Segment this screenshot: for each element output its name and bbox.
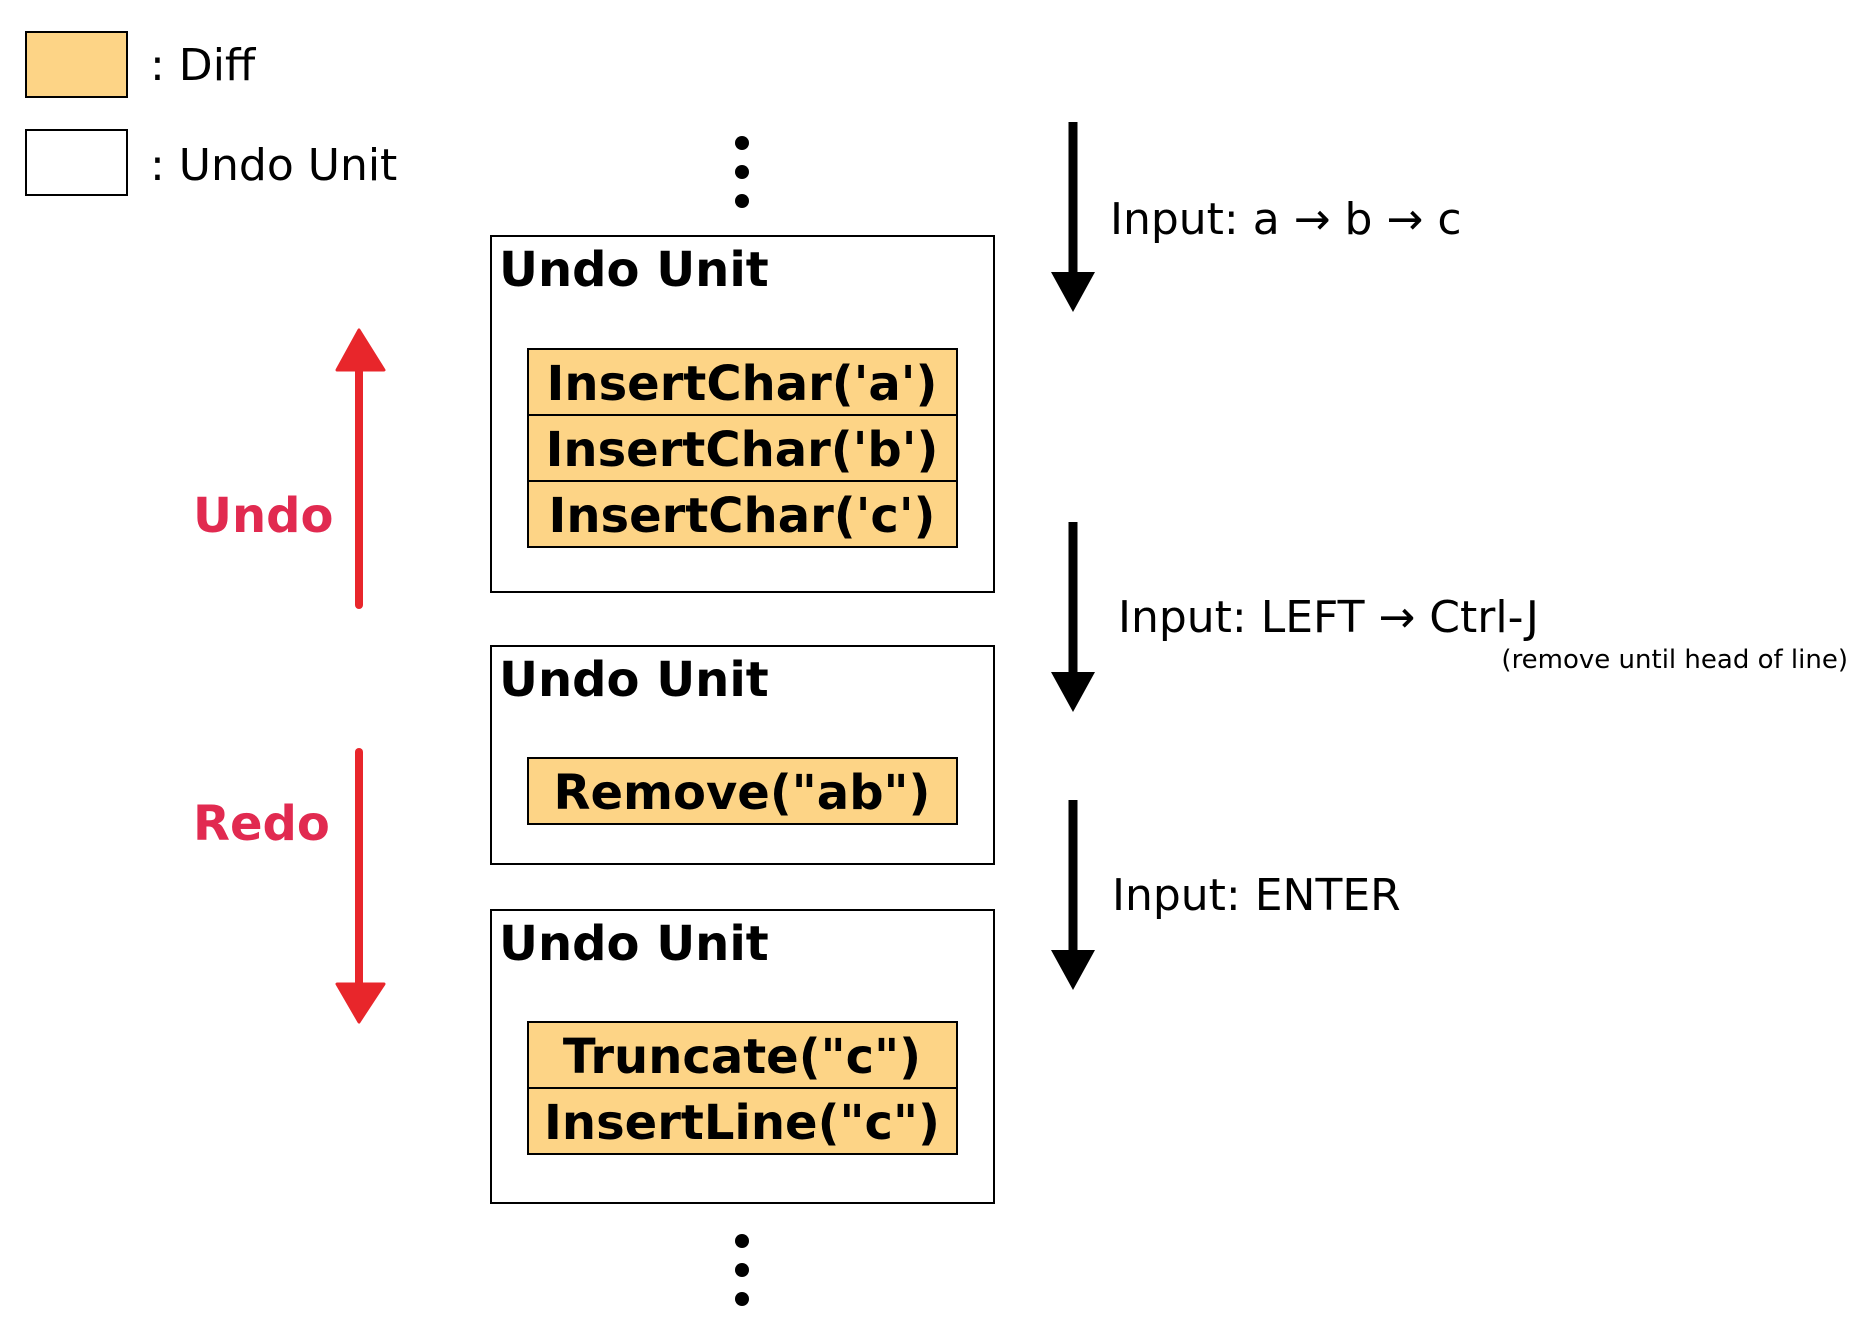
legend-unit-label: : Undo Unit bbox=[150, 140, 397, 191]
input-label: Input: ENTER bbox=[1112, 870, 1401, 921]
up-arrow-icon bbox=[335, 328, 386, 609]
legend: : Diff : Undo Unit bbox=[25, 31, 397, 196]
down-arrow-icon bbox=[335, 748, 386, 1024]
diff-label: InsertChar('a') bbox=[547, 356, 938, 412]
input-note: (remove until head of line) bbox=[1501, 645, 1848, 675]
diff-box bbox=[527, 1021, 958, 1089]
diff-box bbox=[527, 1087, 958, 1155]
undo-label: Undo bbox=[193, 488, 333, 544]
legend-unit-swatch bbox=[25, 129, 128, 196]
redo-action: Redo bbox=[193, 748, 386, 1024]
legend-diff-label: : Diff bbox=[150, 40, 257, 91]
undo-unit-title: Undo Unit bbox=[499, 652, 769, 708]
undo-unit-title: Undo Unit bbox=[499, 242, 769, 298]
input-arrow-icon bbox=[1051, 800, 1095, 990]
undo-unit: Undo Unit Truncate("c") InsertLine("c") bbox=[490, 909, 995, 1204]
diff-label: Truncate("c") bbox=[563, 1029, 921, 1085]
diff-box bbox=[527, 414, 958, 482]
diff-label: Remove("ab") bbox=[554, 765, 931, 821]
undo-unit-box bbox=[490, 645, 995, 865]
diff-label: InsertLine("c") bbox=[544, 1095, 940, 1151]
undo-unit: Undo Unit InsertChar('a') InsertChar('b'… bbox=[490, 235, 995, 593]
input-arrow-icon bbox=[1051, 522, 1095, 712]
diff-box bbox=[527, 348, 958, 416]
diff-label: InsertChar('c') bbox=[549, 488, 936, 544]
undo-unit: Undo Unit Remove("ab") bbox=[490, 645, 995, 865]
diff-label: InsertChar('b') bbox=[546, 422, 939, 478]
vertical-ellipsis-icon bbox=[735, 1234, 749, 1306]
vertical-ellipsis-icon bbox=[735, 136, 749, 208]
undo-unit-title: Undo Unit bbox=[499, 916, 769, 972]
input-arrow-icon bbox=[1051, 122, 1095, 312]
diff-box bbox=[527, 480, 958, 548]
undo-action: Undo bbox=[193, 328, 386, 609]
input-label: Input: a → b → c bbox=[1110, 194, 1462, 245]
input-label: Input: LEFT → Ctrl-J bbox=[1118, 592, 1539, 643]
diff-box bbox=[527, 757, 958, 825]
legend-diff-swatch bbox=[25, 31, 128, 98]
redo-label: Redo bbox=[193, 796, 330, 852]
